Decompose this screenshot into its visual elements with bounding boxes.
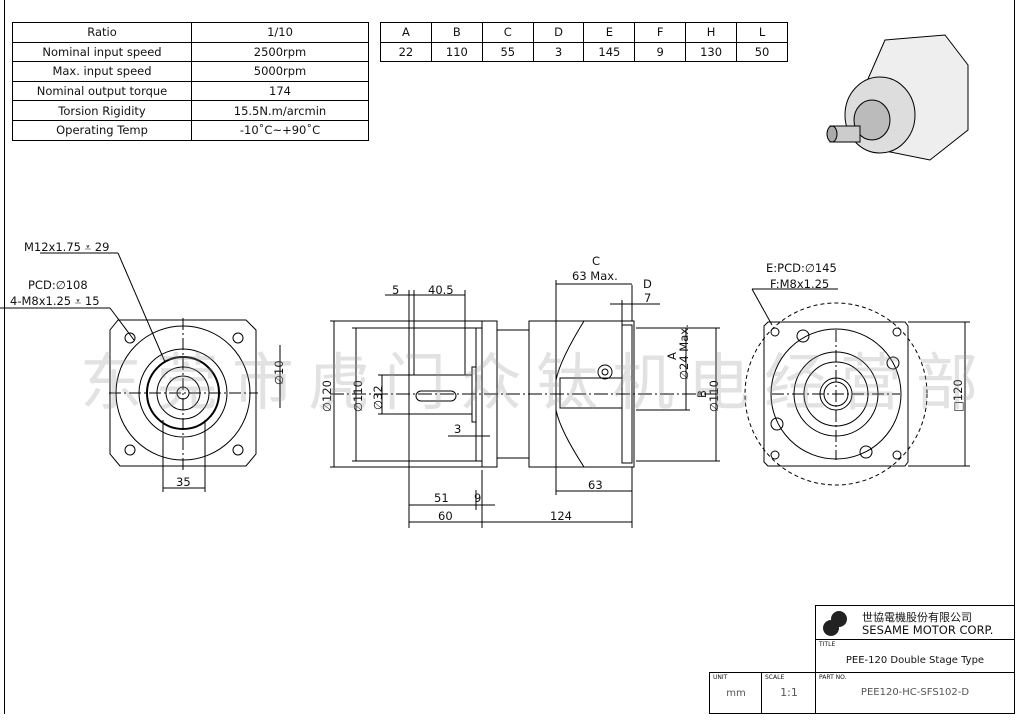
unit-cell: UNIT mm <box>709 672 763 714</box>
spec-label: Operating Temp <box>12 119 192 141</box>
dim-header: H <box>685 22 738 43</box>
drawing-frame <box>4 0 1015 714</box>
dim-value: 110 <box>430 41 483 63</box>
dim-124: 124 <box>550 509 572 523</box>
holes-callout: 4-M8x1.25 ⩡ 15 <box>10 294 100 308</box>
dim-value: 145 <box>583 41 636 63</box>
dim-shaft-dia: ∅10 <box>272 360 286 385</box>
dim-value: 55 <box>481 41 534 63</box>
company-name-en: SESAME MOTOR CORP. <box>862 623 994 637</box>
side-view <box>330 280 720 528</box>
spec-value: -10˚C~+90˚C <box>191 119 369 141</box>
unit-label: UNIT <box>713 674 728 681</box>
dim-d120: ∅120 <box>320 380 334 412</box>
gearbox-3d-render <box>826 34 969 161</box>
dim-d32: ∅32 <box>371 385 385 410</box>
dim-d-value: 7 <box>644 291 651 305</box>
rear-view <box>744 288 970 486</box>
pcd-callout: PCD:∅108 <box>28 278 88 292</box>
front-view <box>0 252 281 492</box>
spec-label: Ratio <box>12 22 192 43</box>
company-logo-icon <box>823 611 847 636</box>
part-number: PEE120-HC-SFS102-D <box>860 687 970 698</box>
part-cell: PART NO. PEE120-HC-SFS102-D <box>815 672 1015 714</box>
scale-cell: SCALE 1:1 <box>761 672 817 714</box>
scale-label: SCALE <box>765 674 785 681</box>
watermark: 东莞市虎门众钛机电经营部 <box>80 346 993 419</box>
dim-c-value: 63 Max. <box>572 269 618 283</box>
dim-d-label: D <box>643 277 652 291</box>
spec-value: 15.5N.m/arcmin <box>191 100 369 121</box>
thread-callout: M12x1.75 ⩡ 29 <box>24 240 109 254</box>
dim-40-5: 40.5 <box>428 283 454 297</box>
dim-value: 130 <box>685 41 738 63</box>
drawing-title: PEE-120 Double Stage Type <box>845 655 985 666</box>
title-cell: TITLE PEE-120 Double Stage Type <box>815 639 1015 674</box>
dim-value: 50 <box>736 41 788 63</box>
rear-thread-callout: F:M8x1.25 <box>770 277 829 291</box>
dim-header: B <box>430 22 483 43</box>
dim-5: 5 <box>392 283 399 297</box>
dim-60: 60 <box>438 509 453 523</box>
dim-square-120: □120 <box>951 379 965 412</box>
dim-51: 51 <box>434 491 449 505</box>
part-label: PART NO. <box>819 674 847 681</box>
company-name-cn: 世協電機股份有限公司 <box>862 611 972 624</box>
company-cell: 世協電機股份有限公司 SESAME MOTOR CORP. <box>815 605 1015 641</box>
dim-b-label: B <box>695 390 709 398</box>
dim-a-value: ∅24 Max. <box>677 324 691 380</box>
scale-value: 1:1 <box>780 686 798 699</box>
dim-9: 9 <box>474 491 481 505</box>
dim-3: 3 <box>454 422 461 436</box>
table-row: Operating Temp-10˚C~+90˚C <box>12 119 369 141</box>
dim-b-value: ∅110 <box>707 380 721 412</box>
dim-d110: ∅110 <box>351 380 365 412</box>
spec-label: Nominal input speed <box>12 41 192 63</box>
dim-a-label: A <box>665 352 679 360</box>
dim-c-label: C <box>592 254 600 268</box>
unit-value: mm <box>726 688 746 699</box>
rear-pcd-callout: E:PCD:∅145 <box>766 261 837 275</box>
dim-63: 63 <box>588 478 603 492</box>
spec-value: 174 <box>191 80 369 102</box>
dim-35: 35 <box>176 475 191 489</box>
title-label: TITLE <box>819 641 836 648</box>
